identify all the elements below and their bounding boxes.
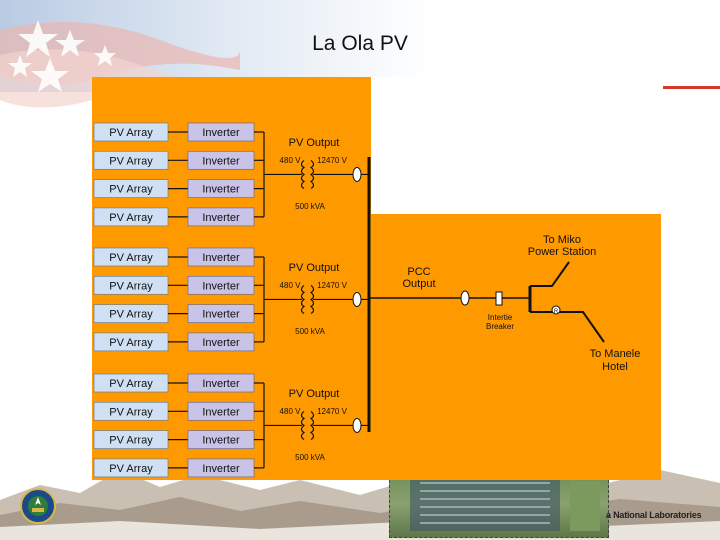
inverter-label: Inverter xyxy=(202,155,240,167)
pv-array-label: PV Array xyxy=(109,463,153,475)
transformer-rating-label: 500 kVA xyxy=(295,453,325,462)
solar-field-image xyxy=(410,476,600,531)
doe-seal-logo xyxy=(20,488,56,524)
transformer-group: PV Output 480 V 12470 V 500 kVA xyxy=(263,257,369,342)
inverter-label: Inverter xyxy=(202,127,240,139)
miko-label-line1: To Miko xyxy=(543,234,581,246)
group-meter-symbol xyxy=(352,291,362,307)
header-red-rule xyxy=(660,86,720,89)
inverter-label: Inverter xyxy=(202,378,240,390)
intertie-breaker-label-line1: Intertie xyxy=(488,313,513,322)
pv-row: PV Array Inverter xyxy=(93,332,264,352)
pv-array-label: PV Array xyxy=(109,378,153,390)
pv-array-label: PV Array xyxy=(109,309,153,321)
low-voltage-label: 480 V xyxy=(280,281,302,290)
high-voltage-label: 12470 V xyxy=(317,407,347,416)
transformer-groups: PV Output 480 V 12470 V 500 kVA PV Output 480… xyxy=(263,132,369,468)
pv-output-label: PV Output xyxy=(289,137,340,149)
pcc-label-line2: Output xyxy=(402,278,435,290)
pv-array-label: PV Array xyxy=(109,252,153,264)
inverter-label: Inverter xyxy=(202,406,240,418)
pv-row: PV Array Inverter xyxy=(93,304,264,323)
pv-array-label: PV Array xyxy=(109,155,153,167)
pv-row: PV Array Inverter xyxy=(93,430,264,449)
manele-label-line2: Hotel xyxy=(602,361,628,373)
pcc-label-line1: PCC xyxy=(407,266,430,278)
recloser-symbol xyxy=(551,305,561,315)
pv-array-label: PV Array xyxy=(109,337,153,349)
intertie-breaker-label-line2: Breaker xyxy=(486,322,514,331)
inverter-label: Inverter xyxy=(202,212,240,224)
group-meter-symbol xyxy=(352,166,362,182)
pv-row: PV Array Inverter xyxy=(93,207,264,227)
pv-row: PV Array Inverter xyxy=(93,373,264,393)
recloser-symbol-label: R xyxy=(554,309,559,315)
group-meter-symbol xyxy=(352,417,362,433)
pv-array-label: PV Array xyxy=(109,406,153,418)
inverter-label: Inverter xyxy=(202,337,240,349)
high-voltage-label: 12470 V xyxy=(317,281,347,290)
national-laboratories-text: a National Laboratories xyxy=(606,510,702,520)
pv-row: PV Array Inverter xyxy=(93,458,264,478)
transformer-rating-label: 500 kVA xyxy=(295,202,325,211)
transformer-primary-coil xyxy=(300,410,306,440)
inverter-label: Inverter xyxy=(202,184,240,196)
transformer-primary-coil xyxy=(300,284,306,314)
pv-row: PV Array Inverter xyxy=(93,401,264,421)
transformer-primary-coil xyxy=(300,159,306,189)
low-voltage-label: 480 V xyxy=(280,156,302,165)
branch-to-miko xyxy=(530,261,570,287)
pv-array-label: PV Array xyxy=(109,127,153,139)
diagram-white-notch xyxy=(371,77,663,214)
transformer-secondary-coil xyxy=(309,284,315,314)
pv-row: PV Array Inverter xyxy=(93,247,264,267)
intertie-breaker-symbol xyxy=(495,291,503,306)
pv-row: PV Array Inverter xyxy=(93,122,264,142)
inverter-label: Inverter xyxy=(202,463,240,475)
aerial-site-photo xyxy=(389,470,609,538)
transformer-secondary-coil xyxy=(309,410,315,440)
miko-label-line2: Power Station xyxy=(528,246,596,258)
pv-output-label: PV Output xyxy=(289,262,340,274)
pv-row: PV Array Inverter xyxy=(93,179,264,198)
pv-output-label: PV Output xyxy=(289,388,340,400)
slide-title: La Ola PV xyxy=(312,32,408,55)
transformer-secondary-coil xyxy=(309,159,315,189)
pv-array-label: PV Array xyxy=(109,184,153,196)
inverter-label: Inverter xyxy=(202,309,240,321)
inverter-label: Inverter xyxy=(202,280,240,292)
transformer-group: PV Output 480 V 12470 V 500 kVA xyxy=(263,132,369,217)
inverter-label: Inverter xyxy=(202,252,240,264)
transformer-rating-label: 500 kVA xyxy=(295,327,325,336)
transformer-group: PV Output 480 V 12470 V 500 kVA xyxy=(263,383,369,468)
pv-array-label: PV Array xyxy=(109,435,153,447)
inverter-label: Inverter xyxy=(202,435,240,447)
branch-to-manele xyxy=(530,311,605,343)
pcc-meter-symbol xyxy=(460,290,470,306)
pv-array-label: PV Array xyxy=(109,212,153,224)
low-voltage-label: 480 V xyxy=(280,407,302,416)
pv-array-label: PV Array xyxy=(109,280,153,292)
pv-row: PV Array Inverter xyxy=(93,150,264,170)
manele-label-line1: To Manele xyxy=(590,348,641,360)
pv-row: PV Array Inverter xyxy=(93,275,264,295)
high-voltage-label: 12470 V xyxy=(317,156,347,165)
